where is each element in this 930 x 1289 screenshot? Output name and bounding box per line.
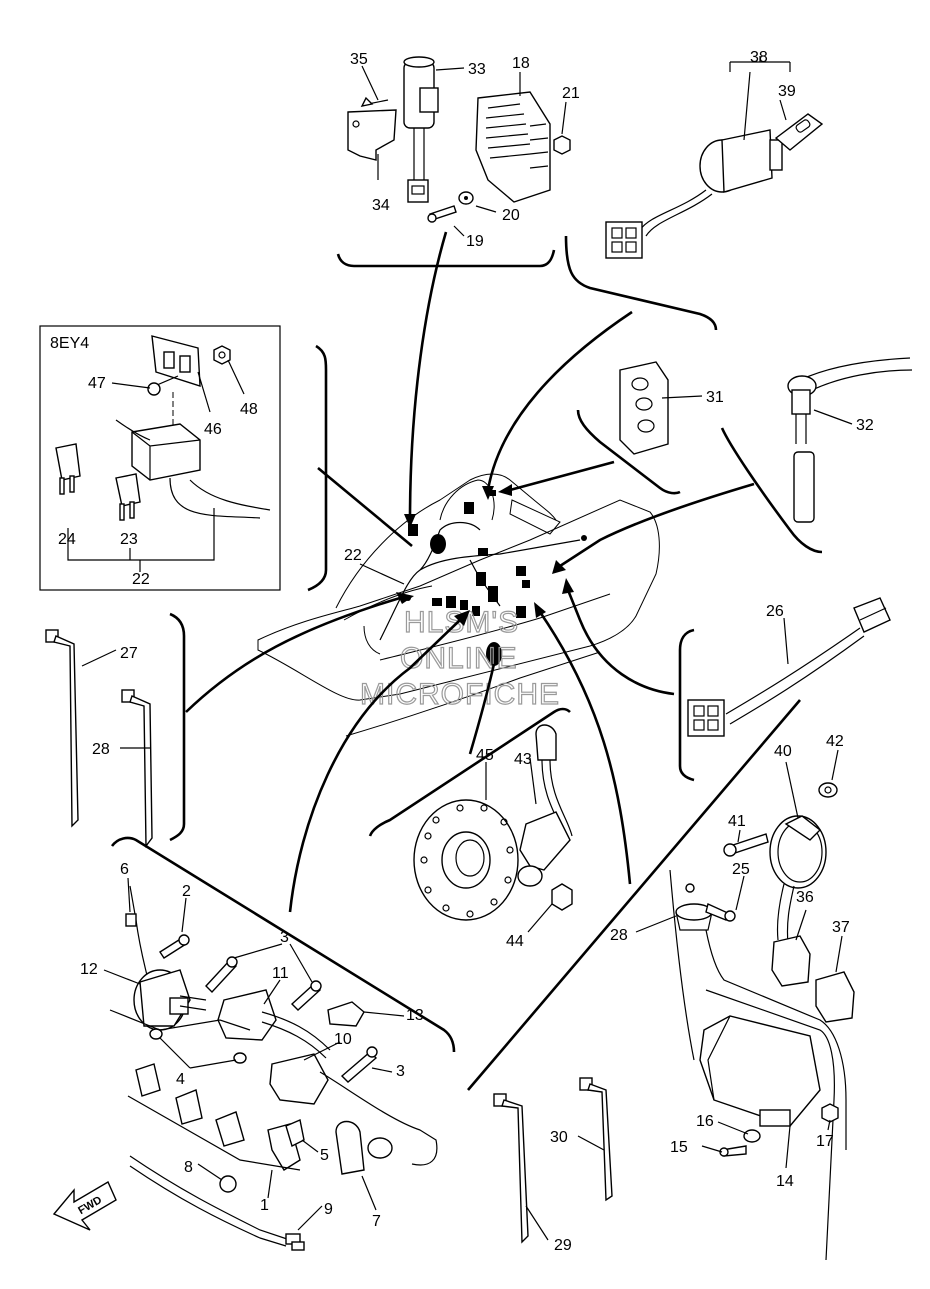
callout-42: 42 xyxy=(826,733,844,750)
main-switch-group xyxy=(564,56,824,331)
callout-47: 47 xyxy=(88,375,106,392)
callout-24: 24 xyxy=(58,531,76,548)
callout-8: 8 xyxy=(184,1159,193,1176)
callout-32: 32 xyxy=(856,417,874,434)
callout-36: 36 xyxy=(796,889,814,906)
callout-28a: 28 xyxy=(92,741,110,758)
callout-6: 6 xyxy=(120,861,129,878)
callout-1: 1 xyxy=(260,1197,269,1214)
callout-17: 17 xyxy=(816,1133,834,1150)
pickup-group xyxy=(368,707,573,933)
callout-29: 29 xyxy=(554,1237,572,1254)
callout-21: 21 xyxy=(562,85,580,102)
callout-37: 37 xyxy=(832,919,850,936)
callout-13: 13 xyxy=(406,1007,424,1024)
callout-7: 7 xyxy=(372,1213,381,1230)
callout-27: 27 xyxy=(120,645,138,662)
callout-41: 41 xyxy=(728,813,746,830)
callout-35: 35 xyxy=(350,51,368,68)
callout-10: 10 xyxy=(334,1031,352,1048)
wire-holder-group xyxy=(576,361,703,495)
callout-33: 33 xyxy=(468,61,486,78)
variant-box: 8EY4 xyxy=(39,325,281,591)
callout-9: 9 xyxy=(324,1201,333,1218)
lead-wire-group xyxy=(678,597,891,782)
callout-2: 2 xyxy=(182,883,191,900)
callout-3b: 3 xyxy=(396,1063,405,1080)
callout-30: 30 xyxy=(550,1129,568,1146)
regulator-group xyxy=(336,56,571,268)
callout-11: 11 xyxy=(272,965,289,982)
callouts: 1 2 3 3 4 5 6 7 8 9 10 11 12 13 14 15 16… xyxy=(58,49,874,1254)
vehicle-hull: HLSM'S ONLINE MICROFICHE xyxy=(257,473,660,737)
pointer-lines xyxy=(185,231,755,913)
watermark-line-3: MICROFICHE xyxy=(360,678,560,711)
cdi-group xyxy=(467,699,855,1261)
callout-23: 23 xyxy=(120,531,138,548)
watermark-line-2: ONLINE xyxy=(400,642,518,675)
callout-18: 18 xyxy=(512,55,530,72)
callout-28b: 28 xyxy=(610,927,628,944)
cable-ties-left xyxy=(45,612,186,849)
callout-12: 12 xyxy=(80,961,98,978)
callout-4: 4 xyxy=(176,1071,185,1088)
callout-19: 19 xyxy=(466,233,484,250)
callout-31: 31 xyxy=(706,389,724,406)
sensor-group xyxy=(720,357,913,554)
callout-3a: 3 xyxy=(280,929,289,946)
callout-15: 15 xyxy=(670,1139,688,1156)
ignition-group xyxy=(103,836,456,1251)
callout-39: 39 xyxy=(778,83,796,100)
callout-34: 34 xyxy=(372,197,390,214)
callout-22b: 22 xyxy=(132,571,150,588)
callout-25: 25 xyxy=(732,861,750,878)
callout-46: 46 xyxy=(204,421,222,438)
callout-40: 40 xyxy=(774,743,792,760)
callout-26: 26 xyxy=(766,603,784,620)
callout-45: 45 xyxy=(476,747,494,764)
callout-14: 14 xyxy=(776,1173,794,1190)
callout-43: 43 xyxy=(514,751,532,768)
callout-16: 16 xyxy=(696,1113,714,1130)
fwd-arrow-icon: FWD xyxy=(52,1180,117,1231)
callout-38: 38 xyxy=(750,49,768,66)
callout-22a: 22 xyxy=(344,547,362,564)
callout-20: 20 xyxy=(502,207,520,224)
cable-ties-bottom xyxy=(493,1077,613,1244)
callout-48: 48 xyxy=(240,401,258,418)
callout-44: 44 xyxy=(506,933,524,950)
variant-box-label: 8EY4 xyxy=(50,335,89,352)
callout-5: 5 xyxy=(320,1147,329,1164)
